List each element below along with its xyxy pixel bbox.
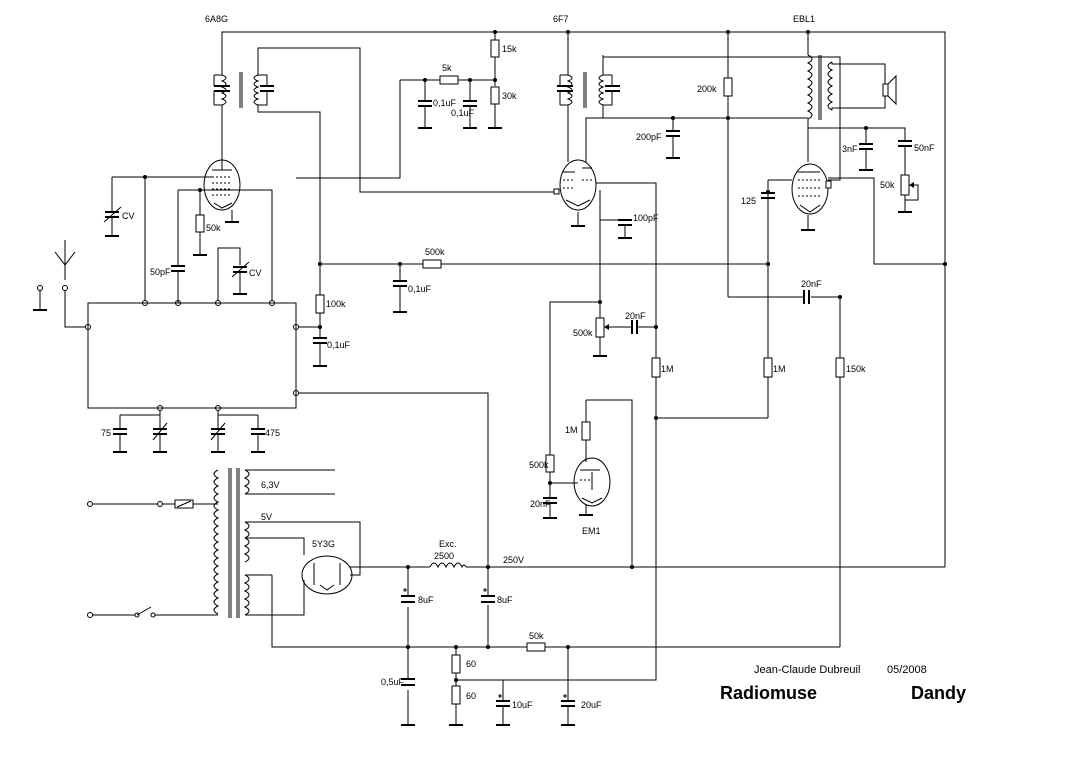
potentiometers <box>595 174 919 338</box>
resistor-15k <box>490 39 500 58</box>
svg-text:475: 475 <box>265 428 280 438</box>
svg-text:0,1uF: 0,1uF <box>433 98 457 108</box>
power-switch-icon <box>134 606 156 618</box>
label-6a8g: 6A8G <box>205 14 228 24</box>
resistor-60-a <box>451 654 461 674</box>
potentiometer-500k <box>595 317 605 338</box>
power-transformer <box>213 468 250 618</box>
svg-text:1M: 1M <box>773 364 786 374</box>
svg-text:50k: 50k <box>529 631 544 641</box>
resistor-50k-cathode <box>195 214 205 233</box>
svg-text:8uF: 8uF <box>497 595 513 605</box>
svg-text:500k: 500k <box>529 460 549 470</box>
svg-text:20nF: 20nF <box>530 499 551 509</box>
svg-text:150k: 150k <box>846 364 866 374</box>
svg-text:20uF: 20uF <box>581 700 602 710</box>
resistor-500k <box>422 259 442 269</box>
brand-name: Radiomuse <box>720 683 817 703</box>
svg-text:6,3V: 6,3V <box>261 480 280 490</box>
svg-text:75: 75 <box>101 428 111 438</box>
resistor-1m-a <box>651 357 661 378</box>
resistor-30k <box>490 86 500 105</box>
svg-text:0,5uF: 0,5uF <box>381 677 405 687</box>
svg-text:100k: 100k <box>326 299 346 309</box>
wiring <box>39 31 946 725</box>
svg-text:2500: 2500 <box>434 551 454 561</box>
svg-text:Exc.: Exc. <box>439 539 457 549</box>
label-6f7: 6F7 <box>553 14 569 24</box>
resistor-60-b <box>451 685 461 705</box>
svg-text:500k: 500k <box>573 328 593 338</box>
svg-text:8uF: 8uF <box>418 595 434 605</box>
tube-6a8g <box>203 159 241 211</box>
if-transformer-1 <box>213 55 274 108</box>
polarity-marks <box>403 588 567 698</box>
svg-text:3nF: 3nF <box>842 144 858 154</box>
author-name: Jean-Claude Dubreuil <box>754 664 860 676</box>
svg-text:5k: 5k <box>442 63 452 73</box>
svg-text:100pF: 100pF <box>633 213 659 223</box>
antenna-icon <box>54 240 76 266</box>
junction-dots <box>143 30 947 682</box>
svg-text:250V: 250V <box>503 555 524 565</box>
svg-text:500k: 500k <box>425 247 445 257</box>
resistor-100k <box>315 294 325 314</box>
coil-block <box>87 302 297 409</box>
svg-text:0,1uF: 0,1uF <box>327 340 351 350</box>
ground-symbols <box>33 127 912 726</box>
label-ebl1: EBL1 <box>793 14 815 24</box>
speaker-icon <box>882 74 897 106</box>
tube-ebl1 <box>791 163 832 215</box>
drawing-date: 05/2008 <box>887 664 927 676</box>
resistors <box>174 39 845 705</box>
resistor-200k <box>723 77 733 97</box>
resistor-50k-b <box>526 642 546 652</box>
svg-text:1M: 1M <box>661 364 674 374</box>
component-labels: 6A8G 6F7 EBL1 5Y3G EM1 5k 15k 30k 0,1uF … <box>101 14 935 710</box>
title-block: Jean-Claude Dubreuil 05/2008 Radiomuse D… <box>720 664 966 703</box>
svg-text:CV: CV <box>249 268 262 278</box>
svg-text:50nF: 50nF <box>914 143 935 153</box>
svg-text:20nF: 20nF <box>625 311 646 321</box>
svg-text:10uF: 10uF <box>512 700 533 710</box>
svg-text:125: 125 <box>741 196 756 206</box>
svg-text:50k: 50k <box>206 223 221 233</box>
resistor-150k <box>835 357 845 378</box>
svg-text:60: 60 <box>466 691 476 701</box>
svg-text:0,1uF: 0,1uF <box>408 284 432 294</box>
model-name: Dandy <box>911 683 966 703</box>
svg-text:200pF: 200pF <box>636 132 662 142</box>
potentiometer-50k <box>900 174 910 196</box>
svg-text:30k: 30k <box>502 91 517 101</box>
capacitors <box>103 100 912 725</box>
label-5y3g: 5Y3G <box>312 539 335 549</box>
resistor-5k <box>439 75 459 85</box>
tube-em1 <box>573 457 611 507</box>
resistor-1m-b <box>763 357 773 378</box>
resistor-1m-c <box>581 421 591 441</box>
if-transformer-2 <box>557 55 620 108</box>
svg-text:5V: 5V <box>261 512 272 522</box>
svg-text:60: 60 <box>466 659 476 669</box>
tube-6f7 <box>553 159 597 211</box>
resistor-500k-v <box>545 454 555 473</box>
svg-text:50pF: 50pF <box>150 267 171 277</box>
label-em1: EM1 <box>582 526 601 536</box>
svg-text:1M: 1M <box>565 425 578 435</box>
svg-text:50k: 50k <box>880 180 895 190</box>
svg-text:0,1uF: 0,1uF <box>451 108 475 118</box>
svg-text:200k: 200k <box>697 84 717 94</box>
svg-text:20nF: 20nF <box>801 279 822 289</box>
svg-text:15k: 15k <box>502 44 517 54</box>
field-coil <box>429 562 467 569</box>
tube-5y3g <box>301 555 353 595</box>
svg-text:CV: CV <box>122 211 135 221</box>
output-transformer <box>806 54 886 120</box>
